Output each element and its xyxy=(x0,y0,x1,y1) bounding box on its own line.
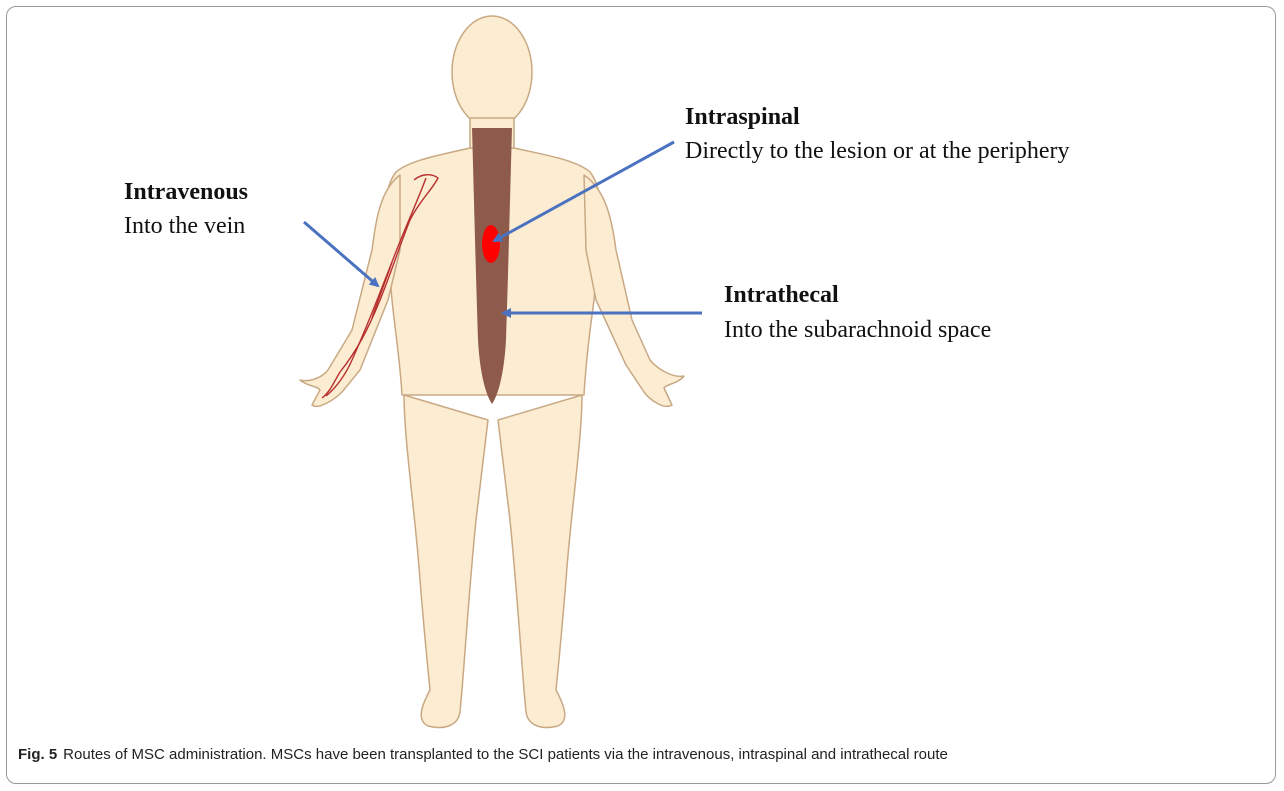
leg-right xyxy=(498,395,582,727)
figure-caption: Fig. 5 Routes of MSC administration. MSCs… xyxy=(18,746,1268,763)
arm-left xyxy=(300,175,400,406)
leg-left xyxy=(404,395,488,727)
figure-number: Fig. 5 xyxy=(18,746,57,763)
label-intrathecal-title: Intrathecal xyxy=(724,282,839,308)
caption-text: Routes of MSC administration. MSCs have … xyxy=(63,746,948,763)
arm-right xyxy=(584,175,684,406)
label-intravenous-desc: Into the vein xyxy=(124,213,245,239)
label-intrathecal-desc: Into the subarachnoid space xyxy=(724,317,991,343)
head xyxy=(452,16,532,128)
label-intravenous-title: Intravenous xyxy=(124,179,248,205)
lesion-marker xyxy=(482,225,500,263)
arrow-intravenous xyxy=(304,222,378,286)
label-intraspinal-desc: Directly to the lesion or at the periphe… xyxy=(685,138,1070,164)
label-intraspinal-title: Intraspinal xyxy=(685,104,800,130)
